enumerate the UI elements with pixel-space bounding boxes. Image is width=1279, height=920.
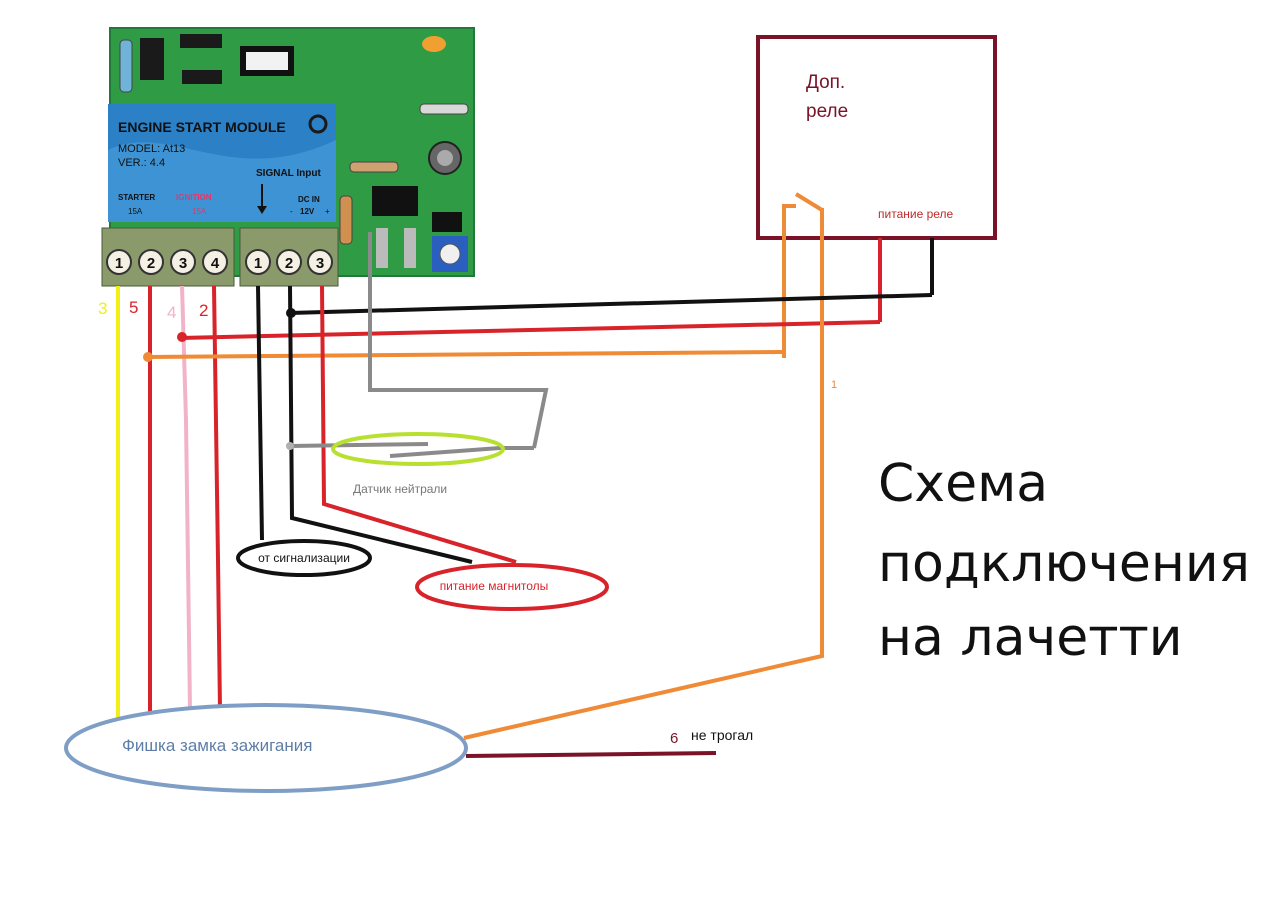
terminal-left-screw-4 bbox=[202, 249, 228, 275]
neutral-sensor-oval bbox=[331, 432, 505, 466]
extra-relay: Доп. реле питание реле bbox=[756, 35, 997, 358]
engine-start-module: ENGINE START MODULE MODEL: At13 VER.: 4.… bbox=[101, 27, 475, 287]
terminal-left-label-1: 1 bbox=[115, 255, 123, 272]
terminal-left-label-2: 2 bbox=[147, 255, 155, 272]
dc-plus: + bbox=[325, 207, 330, 216]
wire-red-ignition bbox=[212, 285, 222, 711]
terminal-left-screw-3 bbox=[170, 249, 196, 275]
dc-minus: - bbox=[290, 207, 293, 216]
ignition-plug-oval bbox=[64, 703, 468, 793]
signal-arrowhead bbox=[257, 206, 267, 214]
dc-label: DC IN bbox=[298, 195, 320, 204]
wire-number-unused: 6 bbox=[670, 730, 678, 747]
terminal-right-screw-2 bbox=[276, 249, 302, 275]
module-name: ENGINE START MODULE bbox=[118, 119, 286, 135]
wire-gray-sensor-b bbox=[289, 442, 429, 448]
radio-power-label: питание магнитолы bbox=[440, 579, 549, 593]
wire-orange-plug bbox=[463, 208, 824, 740]
wire-unused bbox=[465, 751, 717, 758]
wire-number-red: 5 bbox=[129, 298, 138, 317]
terminal-left-screw-2 bbox=[138, 249, 164, 275]
terminal-right-label-3: 3 bbox=[316, 255, 324, 272]
not-touched-label: не трогал bbox=[691, 727, 753, 743]
title-line3: на лачетти bbox=[878, 608, 1183, 668]
terminals-right: 1 2 3 bbox=[245, 249, 333, 275]
terminal-right-label-2: 2 bbox=[285, 255, 293, 272]
from-alarm-oval bbox=[236, 539, 372, 577]
wire-black-signal bbox=[256, 285, 264, 541]
sensor-end-dot bbox=[286, 442, 294, 450]
wire-black-ground bbox=[288, 285, 473, 564]
ignition-label: IGNITION bbox=[176, 193, 212, 202]
wires bbox=[116, 208, 933, 758]
pcb-components bbox=[119, 34, 469, 272]
wire-number-orange: 1 bbox=[831, 379, 837, 391]
module-version: VER.: 4.4 bbox=[118, 157, 165, 169]
junction-black bbox=[286, 308, 296, 318]
title-line1: Схема bbox=[878, 454, 1049, 514]
terminal-left-label-4: 4 bbox=[211, 255, 220, 272]
terminal-right-screw-1 bbox=[245, 249, 271, 275]
terminal-right-label-1: 1 bbox=[254, 255, 262, 272]
wire-orange-relay bbox=[147, 350, 785, 359]
junction-red bbox=[177, 332, 187, 342]
relay-contact-switch bbox=[794, 192, 824, 212]
housing-wave bbox=[108, 140, 336, 222]
wire-red-radio bbox=[320, 285, 517, 564]
wire-pink bbox=[180, 285, 192, 711]
wire-gray-sensor-a bbox=[368, 232, 549, 449]
wire-number-pink: 4 bbox=[167, 303, 176, 322]
wire-red-relay bbox=[179, 320, 881, 340]
terminal-right-screw-3 bbox=[307, 249, 333, 275]
relay-title-line1: Доп. bbox=[806, 72, 845, 93]
terminals-left: 1 2 3 4 bbox=[106, 249, 228, 275]
starter-rating: 15A bbox=[128, 207, 143, 216]
relay-power-label: питание реле bbox=[878, 207, 954, 221]
junction-orange bbox=[143, 352, 153, 362]
gear-icon bbox=[308, 114, 328, 134]
wire-number-red2: 2 bbox=[199, 301, 208, 320]
sensor-switch bbox=[389, 446, 501, 458]
dc-voltage: 12V bbox=[300, 207, 315, 216]
starter-label: STARTER bbox=[118, 193, 155, 202]
ignition-rating: 15A bbox=[192, 207, 207, 216]
wire-number-yellow: 3 bbox=[98, 299, 107, 318]
ignition-plug-label: Фишка замка зажигания bbox=[122, 736, 312, 755]
radio-power-oval bbox=[415, 563, 609, 611]
wire-black-relay bbox=[289, 293, 933, 315]
module-model: MODEL: At13 bbox=[118, 143, 185, 155]
title-line2: подключения bbox=[878, 534, 1250, 594]
terminal-left-label-3: 3 bbox=[179, 255, 187, 272]
signal-label: SIGNAL Input bbox=[256, 168, 321, 179]
terminal-left-screw-1 bbox=[106, 249, 132, 275]
from-alarm-label: от сигнализации bbox=[258, 551, 350, 565]
relay-contact-left bbox=[782, 204, 796, 358]
relay-title-line2: реле bbox=[806, 101, 848, 122]
neutral-sensor-label: Датчик нейтрали bbox=[353, 482, 447, 496]
relay-frame bbox=[756, 35, 997, 240]
